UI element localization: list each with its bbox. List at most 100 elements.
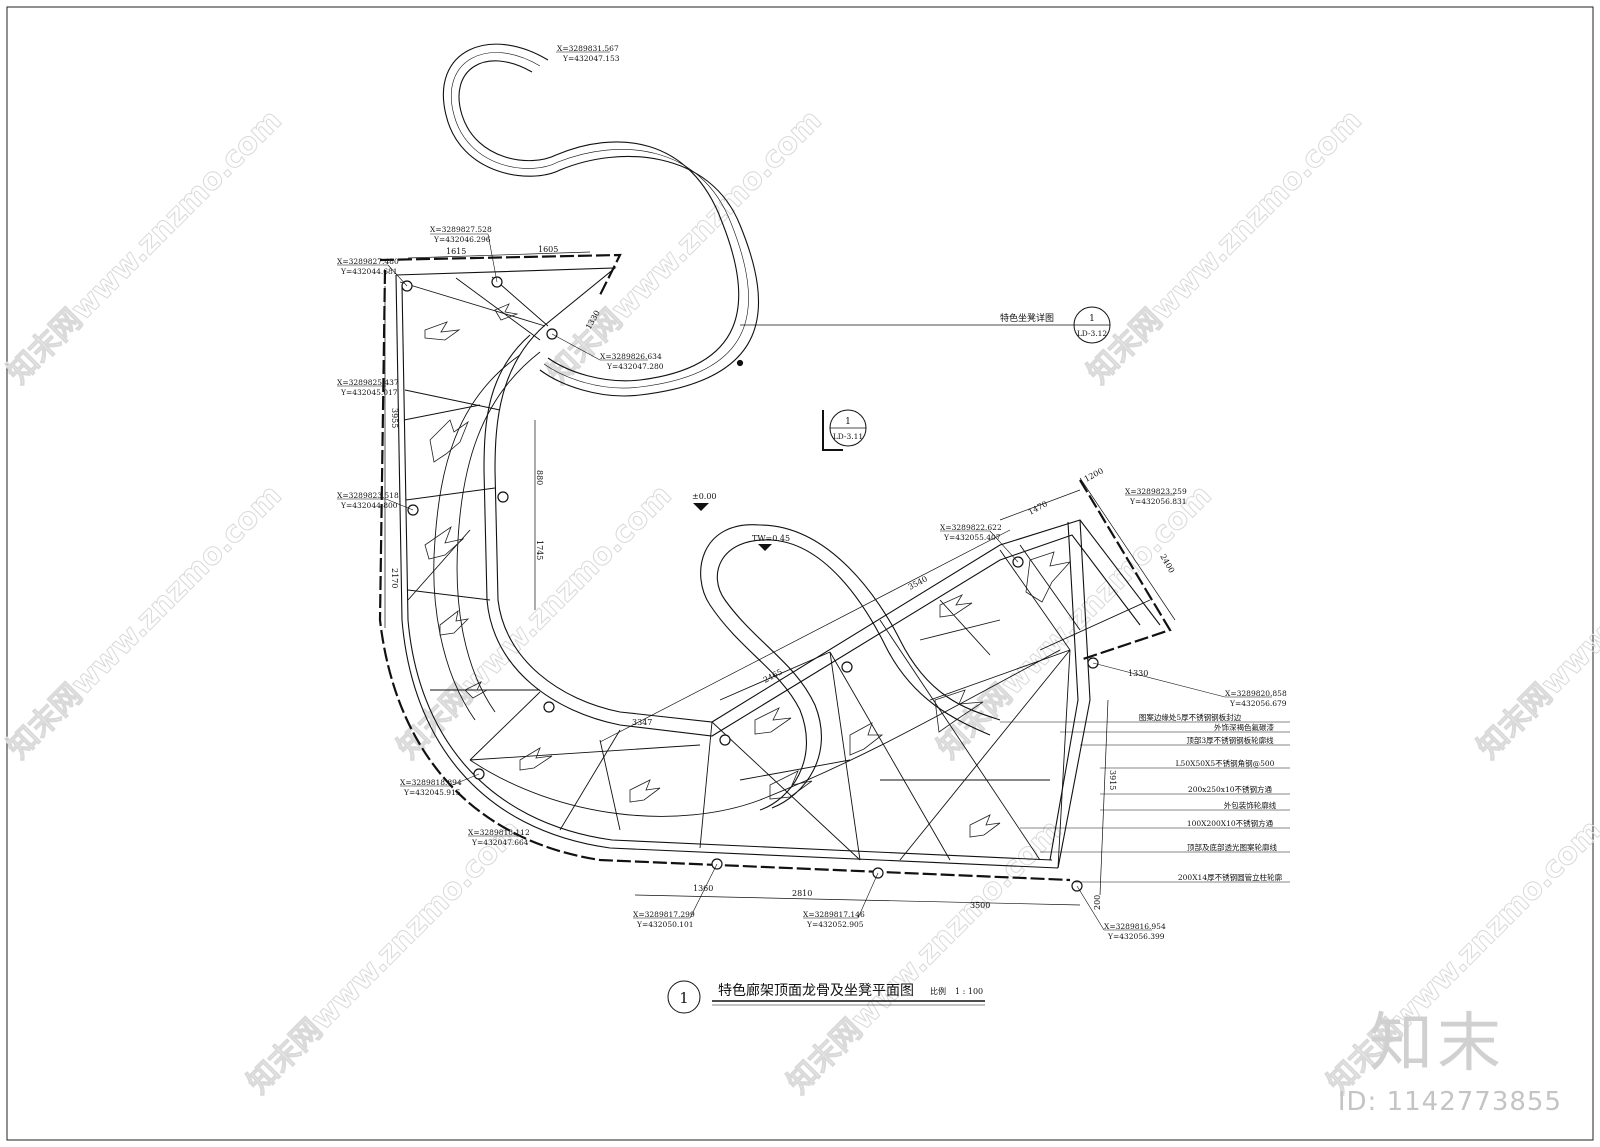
svg-text:Y=432055.407: Y=432055.407 [943, 533, 1001, 542]
coordinate-callout: X=3289826.634 Y=432047.280 [551, 333, 664, 371]
svg-text:特色坐凳详图: 特色坐凳详图 [1000, 312, 1054, 324]
drawing-title: 1 特色廊架顶面龙骨及坐凳平面图 比例 1 : 100 [667, 980, 985, 1014]
svg-text:Y=432052.905: Y=432052.905 [806, 920, 864, 929]
bird-icon [424, 525, 465, 560]
coordinate-callout: X=3289822.622 Y=432055.407 [940, 523, 1019, 563]
bird-icon [969, 814, 1001, 838]
image-id-watermark: ID: 1142773855 [1337, 1087, 1562, 1117]
dim-label: 1360 [693, 884, 713, 893]
dim-label: 1745 [535, 540, 544, 560]
svg-text:X=3289820.858: X=3289820.858 [1225, 689, 1287, 698]
svg-text:X=3289825.437: X=3289825.437 [337, 378, 399, 387]
dim-label: 3955 [390, 408, 399, 428]
coordinate-callout: X=3289827.480 Y=432044.681 [337, 257, 408, 287]
svg-text:X=3289817.146: X=3289817.146 [803, 910, 865, 919]
svg-text:X=3289818.894: X=3289818.894 [400, 778, 462, 787]
watermark-text: 知末网www.znzmo.com [1081, 103, 1369, 391]
material-note: 图案边缘处5厚不锈钢钢板封边 [1139, 712, 1242, 722]
coordinate-callout: X=3289817.299 Y=432050.101 [633, 863, 718, 929]
coordinate-callout: X=3289816.954 Y=432056.399 [1076, 885, 1166, 941]
dim-label: 2400 [1158, 553, 1176, 575]
detail-reference-section: 1 LD-3.11 [822, 409, 867, 451]
bird-icon [769, 770, 813, 800]
coordinate-callout: X=3289825.437 Y=432045.017 [337, 378, 399, 397]
coordinate-callout: X=3289823.259 Y=432056.831 [1125, 487, 1187, 506]
svg-text:LD-3.11: LD-3.11 [833, 432, 863, 441]
title-number-circle [667, 980, 701, 1014]
dim-label: 3500 [970, 901, 990, 910]
dim-label: 880 [535, 470, 544, 485]
watermark-text: 知末网www.znzmo.com [1, 478, 289, 766]
svg-text:Y=432044.800: Y=432044.800 [340, 501, 398, 510]
material-note: 顶部3厚不锈钢钢板轮廓线 [1186, 735, 1274, 745]
title-number: 1 [679, 989, 689, 1007]
material-notes: 图案边缘处5厚不锈钢钢板封边 外饰深褐色氟碳漆 顶部3厚不锈钢钢板轮廓线 L50… [1000, 712, 1290, 883]
dim-label: 3540 [907, 574, 929, 592]
bird-icon [629, 779, 661, 803]
bird-icon [754, 707, 792, 735]
bird-icon [934, 689, 984, 733]
svg-text:X=3289827.528: X=3289827.528 [430, 225, 492, 234]
bird-icon [439, 610, 470, 636]
material-note: 外包装饰轮廓线 [1224, 800, 1277, 810]
bird-icon [464, 681, 489, 699]
scale-label: 比例 [930, 986, 946, 996]
svg-text:Y=432047.664: Y=432047.664 [471, 838, 529, 847]
bird-icon [849, 722, 884, 756]
dim-label: 1330 [1128, 669, 1148, 678]
coordinate-callout: X=3289817.146 Y=432052.905 [803, 872, 879, 929]
svg-text:X=3289823.259: X=3289823.259 [1125, 487, 1187, 496]
bird-icon [424, 321, 461, 341]
pergola-members [399, 276, 1151, 869]
material-note: L50X50X5不锈钢角钢@500 [1176, 758, 1275, 768]
svg-text:TW=0.45: TW=0.45 [752, 534, 790, 543]
coordinate-callout: X=3289827.528 Y=432046.296 [430, 225, 498, 283]
svg-text:Y=432045.915: Y=432045.915 [403, 788, 461, 797]
svg-text:Y=432046.296: Y=432046.296 [433, 235, 491, 244]
title-text: 特色廊架顶面龙骨及坐凳平面图 [718, 982, 914, 999]
detail-reference-bench: 1 LD-3.12 特色坐凳详图 [740, 306, 1111, 344]
watermark-text: 知末网www.znzmo.com [781, 813, 1069, 1101]
dim-label: 3915 [1108, 770, 1117, 790]
material-note: 顶部及底部透光图案轮廓线 [1187, 842, 1277, 852]
dim-label: 2810 [792, 889, 812, 898]
dim-label: 3347 [632, 718, 652, 727]
svg-text:Y=432045.017: Y=432045.017 [340, 388, 398, 397]
svg-text:X=3289818.112: X=3289818.112 [468, 828, 530, 837]
coordinate-callout: X=3289823.518 Y=432044.800 [337, 491, 414, 511]
column-node [497, 491, 509, 503]
svg-text:1: 1 [845, 417, 851, 427]
column-nodes [401, 276, 1099, 892]
level-marker-ground: ±0.00 [692, 492, 717, 511]
bench-upper [442, 43, 760, 397]
bird-pattern-group [424, 303, 1072, 838]
svg-text:X=3289823.518: X=3289823.518 [337, 491, 399, 500]
watermark-layer: 知末网www.znzmo.com 知末网www.znzmo.com 知末网www… [0, 102, 1600, 1101]
brand-watermark: 知末 [1369, 1007, 1505, 1081]
dim-label: 1605 [538, 245, 558, 254]
dim-label: 1615 [446, 247, 466, 256]
svg-text:X=3289822.622: X=3289822.622 [940, 523, 1002, 532]
column-node [543, 701, 555, 713]
watermark-text: 知末网www.znzmo.com [241, 813, 529, 1101]
svg-text:Y=432047.153: Y=432047.153 [562, 54, 620, 63]
dimension-lines [384, 251, 1176, 906]
material-note: 外饰深褐色氟碳漆 [1214, 722, 1274, 732]
dim-label: 200 [1093, 895, 1102, 910]
svg-text:1: 1 [1089, 314, 1095, 324]
bird-icon [494, 303, 519, 321]
svg-text:X=3289827.480: X=3289827.480 [337, 257, 399, 266]
bird-icon [519, 747, 553, 771]
dim-label: 2170 [390, 568, 399, 588]
column-node [736, 359, 744, 367]
svg-text:Y=432056.679: Y=432056.679 [1229, 699, 1287, 708]
column-node [719, 734, 731, 746]
scale-value: 1 : 100 [955, 987, 983, 996]
svg-text:X=3289817.299: X=3289817.299 [633, 910, 695, 919]
sheet-border [6, 6, 1594, 1141]
column-node [841, 661, 853, 673]
coordinate-callout: X=3289831.567 Y=432047.153 [556, 44, 620, 63]
dim-label: 1470 [1027, 499, 1049, 517]
pergola-frame [378, 253, 1172, 882]
level-marker-bench: TW=0.45 [752, 534, 790, 551]
